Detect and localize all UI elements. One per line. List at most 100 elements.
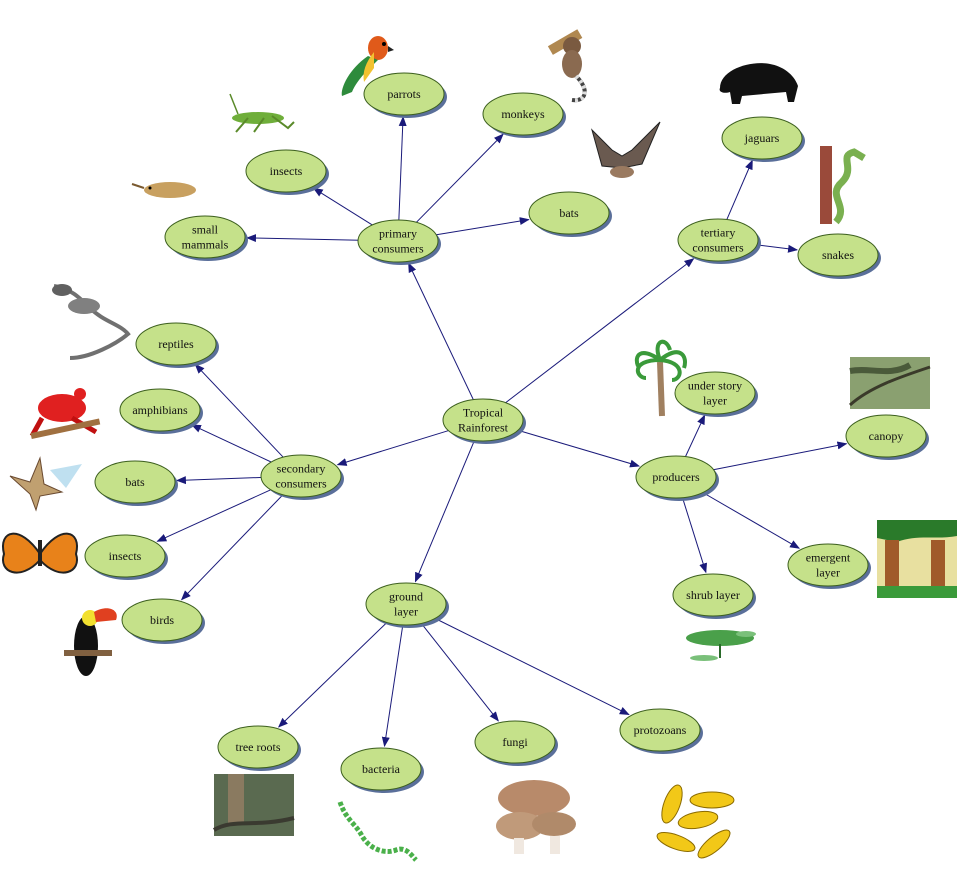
node-label: insects bbox=[109, 549, 142, 563]
node-producers[interactable]: producers bbox=[635, 455, 719, 501]
node-insects1[interactable]: insects bbox=[245, 149, 329, 195]
node-label: snakes bbox=[822, 248, 854, 262]
node-label: birds bbox=[150, 613, 174, 627]
node-treeroots[interactable]: tree roots bbox=[217, 725, 301, 771]
node-shrub[interactable]: shrub layer bbox=[672, 573, 756, 619]
node-jaguars[interactable]: jaguars bbox=[721, 116, 805, 162]
node-parrots[interactable]: parrots bbox=[363, 72, 447, 118]
node-label: reptiles bbox=[158, 337, 194, 351]
node-bats1[interactable]: bats bbox=[528, 191, 612, 237]
node-label: bacteria bbox=[362, 762, 401, 776]
edge-secondary-to-birds bbox=[180, 492, 285, 601]
node-label: canopy bbox=[869, 429, 904, 443]
edges-layer bbox=[156, 115, 848, 748]
node-ellipse bbox=[135, 322, 217, 366]
node-insects2[interactable]: insects bbox=[84, 534, 168, 580]
node-label: tertiary bbox=[701, 226, 736, 240]
edge-primary-to-insects1 bbox=[312, 187, 375, 227]
node-label: shrub layer bbox=[686, 588, 740, 602]
edge-primary-to-monkeys bbox=[414, 133, 504, 225]
lizard-icon bbox=[52, 284, 131, 360]
edge-center-to-producers bbox=[515, 429, 640, 468]
node-ellipse bbox=[845, 414, 927, 458]
node-label: tree roots bbox=[236, 740, 281, 754]
edge-ground-to-fungi bbox=[419, 621, 499, 722]
node-label: consumers bbox=[275, 477, 327, 491]
node-bats2[interactable]: bats bbox=[94, 460, 178, 506]
node-monkeys[interactable]: monkeys bbox=[482, 92, 566, 138]
edge-tertiary-to-jaguars bbox=[725, 159, 753, 222]
node-label: jaguars bbox=[744, 131, 780, 145]
node-ellipse bbox=[357, 219, 439, 263]
node-label: fungi bbox=[502, 735, 528, 749]
bat-icon bbox=[591, 121, 661, 178]
node-protozoans[interactable]: protozoans bbox=[619, 708, 703, 754]
edge-producers-to-understory bbox=[684, 414, 706, 459]
frog-icon bbox=[29, 388, 101, 439]
edge-producers-to-canopy bbox=[711, 441, 848, 471]
node-canopy[interactable]: canopy bbox=[845, 414, 929, 460]
node-ellipse bbox=[119, 388, 201, 432]
node-ellipse bbox=[84, 534, 166, 578]
edge-ground-to-treeroots bbox=[277, 620, 389, 728]
node-label: Tropical bbox=[463, 406, 504, 420]
node-label: amphibians bbox=[132, 403, 188, 417]
node-ellipse bbox=[442, 398, 524, 442]
mole-icon bbox=[131, 182, 196, 198]
protozoa-icon bbox=[656, 784, 735, 859]
edge-center-to-primary bbox=[408, 262, 475, 402]
node-label: monkeys bbox=[501, 107, 545, 121]
node-label: producers bbox=[652, 470, 700, 484]
edge-ground-to-bacteria bbox=[381, 622, 404, 748]
node-label: bats bbox=[559, 206, 579, 220]
edge-tertiary-to-snakes bbox=[754, 244, 799, 253]
edge-producers-to-emergent bbox=[700, 490, 801, 549]
grasshopper-icon bbox=[229, 93, 295, 133]
node-label: emergent bbox=[806, 551, 851, 565]
emergent-tree-icon bbox=[877, 520, 957, 598]
node-label: protozoans bbox=[634, 723, 687, 737]
edge-center-to-tertiary bbox=[503, 258, 695, 405]
node-ellipse bbox=[474, 720, 556, 764]
node-ellipse bbox=[787, 543, 869, 587]
node-label: consumers bbox=[692, 241, 744, 255]
node-ellipse bbox=[245, 149, 327, 193]
node-label: small bbox=[192, 223, 219, 237]
node-ellipse bbox=[94, 460, 176, 504]
node-label: layer bbox=[816, 566, 840, 580]
node-label: Rainforest bbox=[458, 421, 509, 435]
node-ellipse bbox=[121, 598, 203, 642]
edge-secondary-to-reptiles bbox=[194, 363, 286, 460]
tree-roots-photo-icon bbox=[212, 774, 295, 836]
node-label: under story bbox=[688, 379, 742, 393]
toucan-icon bbox=[64, 608, 117, 676]
edge-producers-to-shrub bbox=[681, 495, 708, 574]
node-fungi[interactable]: fungi bbox=[474, 720, 558, 766]
shrub-icon bbox=[686, 630, 756, 661]
edge-center-to-secondary bbox=[336, 429, 451, 466]
edge-ground-to-protozoans bbox=[432, 616, 630, 716]
node-snakes[interactable]: snakes bbox=[797, 233, 881, 279]
edge-primary-to-smallmammals bbox=[245, 234, 361, 243]
node-ellipse bbox=[721, 116, 803, 160]
snake-icon bbox=[820, 146, 866, 225]
node-reptiles[interactable]: reptiles bbox=[135, 322, 219, 368]
node-label: parrots bbox=[387, 87, 421, 101]
node-ellipse bbox=[482, 92, 564, 136]
node-ellipse bbox=[672, 573, 754, 617]
node-bacteria[interactable]: bacteria bbox=[340, 747, 424, 793]
jaguar-icon bbox=[719, 63, 798, 104]
node-birds[interactable]: birds bbox=[121, 598, 205, 644]
node-amphibians[interactable]: amphibians bbox=[119, 388, 203, 434]
parrot-icon bbox=[341, 36, 394, 96]
